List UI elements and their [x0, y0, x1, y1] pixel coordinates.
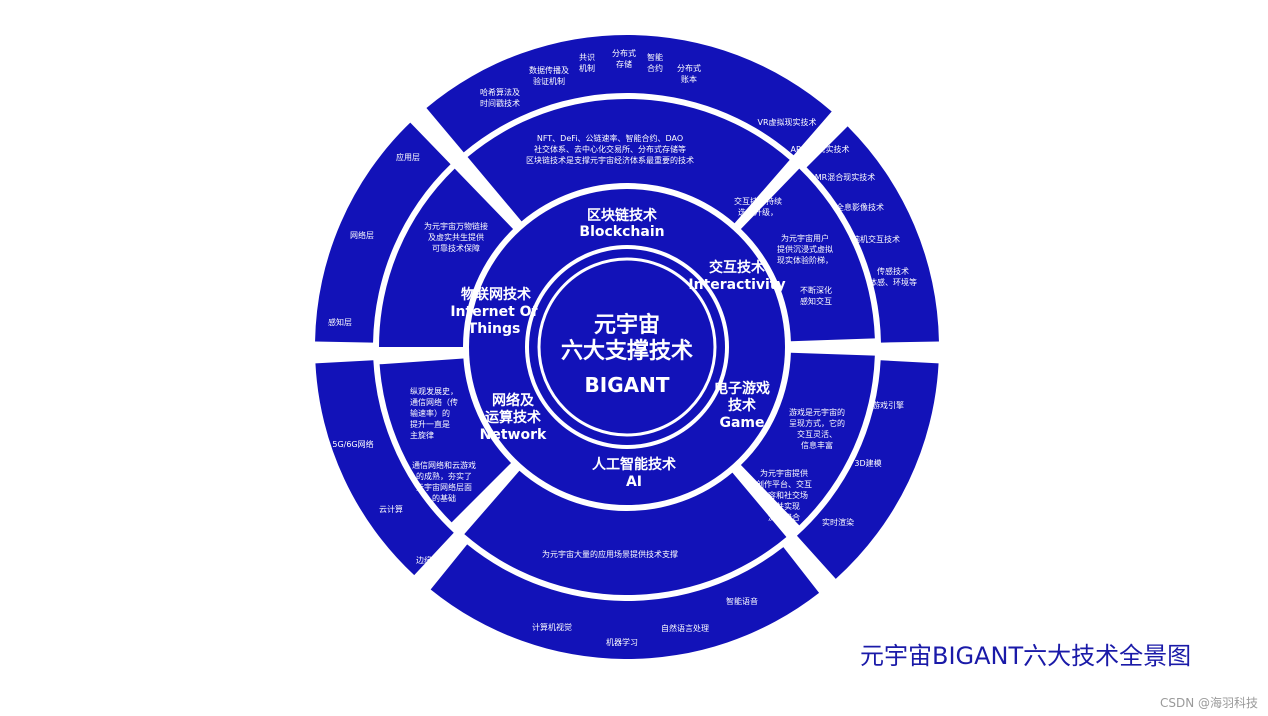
tech-interactivity-cn: 交互技术: [709, 259, 765, 276]
outer-text-blockchain-4: 分布式存储: [612, 48, 636, 69]
tech-game-en: Game: [719, 415, 764, 431]
tech-interactivity-en: Interactivity: [688, 277, 785, 293]
mid-text-iot: 为元宇宙万物链接及虚实共生提供可靠技术保障: [424, 221, 488, 253]
tech-network-cn1: 网络及: [492, 392, 535, 409]
mid-text-game-a: 游戏是元宇宙的呈现方式，它的交互灵活、信息丰富: [789, 407, 845, 450]
middle-segment-interactivity: [740, 168, 875, 342]
outer-text-game-1: 游戏引擎: [872, 400, 904, 410]
middle-segment-iot: [379, 168, 514, 347]
outer-text-blockchain-5: 智能合约: [647, 52, 663, 73]
middle-segment-blockchain: [467, 99, 790, 224]
outer-segment-game: [796, 360, 939, 579]
tech-network-en: Network: [480, 427, 547, 443]
tech-ai-en: AI: [626, 474, 642, 490]
middle-segment-network: [379, 358, 512, 523]
outer-segment-network: [315, 360, 454, 576]
mid-text-interactivity-c: 不断深化感知交互: [800, 285, 832, 306]
tech-blockchain-cn: 区块链技术: [587, 207, 657, 224]
outer-text-blockchain-3: 共识机制: [579, 53, 595, 73]
outer-segment-ai: [430, 544, 820, 659]
mid-text-interactivity-b: 为元宇宙用户提供沉浸式虚拟现实体验阶梯，: [777, 233, 833, 265]
tech-iot-en2: Things: [468, 321, 521, 337]
outer-text-iot-1: 应用层: [396, 152, 420, 162]
outer-text-blockchain-1: 哈希算法及时间戳技术: [480, 87, 520, 108]
outer-segment-iot: [315, 122, 451, 343]
outer-text-interactivity-3: MR混合现实技术: [815, 172, 875, 182]
outer-text-network-1: 5G/6G网络: [332, 439, 373, 449]
outer-text-game-2: 3D建模: [854, 458, 881, 468]
watermark: CSDN @海羽科技: [1159, 696, 1258, 710]
mid-text-game-b: 为元宇宙提供创作平台、交互内容和社交场景并实现流量聚合: [756, 468, 812, 522]
diagram-caption: 元宇宙BIGANT六大技术全景图: [860, 642, 1192, 670]
outer-text-blockchain-2: 数据传播及验证机制: [529, 65, 569, 86]
outer-text-ai-2: 自然语言处理: [661, 623, 709, 633]
tech-ai-cn: 人工智能技术: [592, 456, 676, 473]
tech-game-cn2: 技术: [728, 397, 756, 414]
outer-text-interactivity-1: VR虚拟现实技术: [757, 117, 816, 127]
outer-segment-interactivity: [806, 126, 939, 343]
outer-text-blockchain-6: 分布式账本: [677, 63, 701, 84]
outer-text-interactivity-2: AR增强现实技术: [790, 144, 849, 154]
outer-text-iot-2: 网络层: [350, 230, 374, 240]
tech-blockchain-en: Blockchain: [579, 224, 664, 240]
tech-network-cn2: 运算技术: [485, 409, 541, 426]
outer-text-interactivity-4: 全息影像技术: [836, 202, 884, 212]
outer-text-network-3: 边缘计算: [416, 555, 448, 565]
outer-segment-blockchain: [426, 34, 832, 156]
middle-segment-ai: [464, 470, 787, 595]
center-disc: 元宇宙 六大支撑技术 BIGANT: [529, 249, 725, 445]
outer-text-ai-4: 机器学习: [606, 637, 638, 647]
outer-text-game-3: 实时渲染: [822, 517, 854, 527]
mid-text-interactivity-a: 交互技术持续迭代升级，: [734, 196, 782, 217]
center-title-line1: 元宇宙: [594, 312, 660, 338]
outer-text-ai-3: 计算机视觉: [532, 622, 572, 632]
tech-game-cn1: 电子游戏: [714, 380, 770, 397]
outer-text-iot-3: 感知层: [328, 317, 352, 327]
center-title-line3: BIGANT: [585, 373, 670, 397]
mid-text-ai: 为元宇宙大量的应用场景提供技术支撑: [542, 549, 678, 559]
tech-iot-cn: 物联网技术: [461, 286, 531, 303]
tech-iot-en1: Internet Of: [450, 304, 538, 320]
outer-text-interactivity-6: 传感技术体感、环境等: [869, 266, 917, 287]
outer-text-ai-1: 智能语音: [726, 596, 758, 606]
center-title-line2: 六大支撑技术: [561, 339, 693, 364]
mid-text-network-a: 纵观发展史，通信网络（传输速率）的提升一直是主旋律: [410, 386, 458, 440]
mid-text-network-b: 通信网络和云游戏的成熟，夯实了元宇宙网络层面的基础: [412, 460, 476, 503]
middle-segment-game: [740, 352, 875, 526]
outer-text-interactivity-5: 脑机交互技术: [852, 234, 900, 244]
outer-text-network-2: 云计算: [379, 504, 403, 514]
